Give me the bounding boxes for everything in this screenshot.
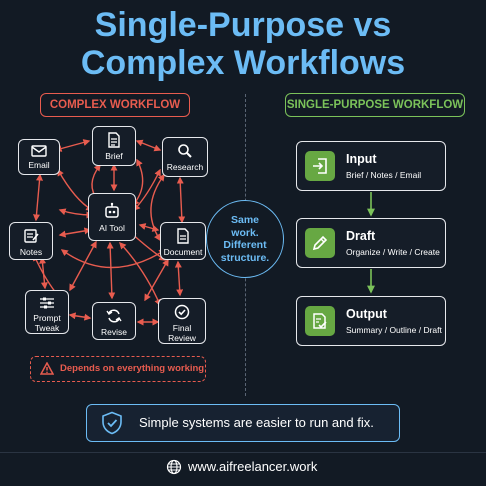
title-line-1: Single-Purpose vs [94, 6, 392, 44]
step-input-subtitle: Brief / Notes / Email [346, 170, 422, 180]
step-input: Input Brief / Notes / Email [296, 141, 446, 191]
shield-check-icon [102, 411, 122, 435]
step-output: Output Summary / Outline / Draft [296, 296, 446, 346]
warning-box: Depends on everything working [30, 356, 206, 382]
step-output-subtitle: Summary / Outline / Draft [346, 325, 442, 335]
document-icon [108, 132, 120, 148]
node-final-review: Final Review [158, 298, 206, 344]
node-ai-tool: AI Tool [88, 193, 136, 241]
node-notes: Notes [9, 222, 53, 260]
node-document-label: Document [163, 247, 203, 257]
node-ai-tool-label: AI Tool [99, 223, 125, 233]
center-callout: Same work. Different structure. [206, 200, 284, 278]
complex-workflow-header: COMPLEX WORKFLOW [40, 93, 190, 117]
node-research: Research [162, 137, 208, 177]
document-check-icon [305, 306, 335, 336]
footer-url[interactable]: www.aifreelancer.work [188, 459, 318, 474]
banner: Simple systems are easier to run and fix… [86, 404, 400, 442]
input-icon [305, 151, 335, 181]
node-final-label: Final [172, 323, 192, 333]
banner-text: Simple systems are easier to run and fix… [139, 415, 374, 430]
step-draft: Draft Organize / Write / Create [296, 218, 446, 268]
warning-text: Depends on everything working [60, 363, 205, 374]
node-revise-label: Revise [101, 327, 127, 337]
node-tweak-label: Tweak [34, 323, 60, 333]
check-circle-icon [174, 304, 190, 320]
node-brief: Brief [92, 126, 136, 166]
email-icon [31, 145, 47, 157]
pencil-icon [305, 228, 335, 258]
file-icon [177, 228, 189, 244]
robot-icon [105, 202, 119, 218]
node-email-label: Email [28, 160, 50, 170]
step-draft-title: Draft [346, 229, 376, 243]
node-notes-label: Notes [19, 247, 43, 257]
step-draft-subtitle: Organize / Write / Create [346, 247, 440, 257]
center-line-2: work. [231, 226, 259, 239]
single-purpose-header: SINGLE-PURPOSE WORKFLOW [285, 93, 465, 117]
step-output-title: Output [346, 307, 387, 321]
node-document: Document [160, 222, 206, 260]
center-line-1: Same [230, 214, 260, 226]
magnifier-icon [178, 144, 192, 158]
sliders-icon [40, 297, 54, 309]
node-brief-label: Brief [105, 151, 123, 161]
node-email: Email [18, 139, 60, 175]
node-prompt-tweak: Prompt Tweak [25, 290, 69, 334]
title-line-2: Complex Workflows [80, 44, 406, 82]
warning-icon [40, 362, 54, 375]
node-prompt-label: Prompt [33, 313, 61, 323]
center-line-4: structure. [220, 251, 270, 264]
globe-icon [166, 459, 182, 475]
node-research-label: Research [166, 162, 204, 172]
refresh-icon [106, 309, 122, 323]
notepad-icon [24, 229, 39, 243]
center-line-3: Different [223, 239, 267, 251]
node-revise: Revise [92, 302, 136, 340]
step-input-title: Input [346, 152, 377, 166]
footer-divider [0, 452, 486, 453]
node-review-label: Review [168, 333, 196, 343]
